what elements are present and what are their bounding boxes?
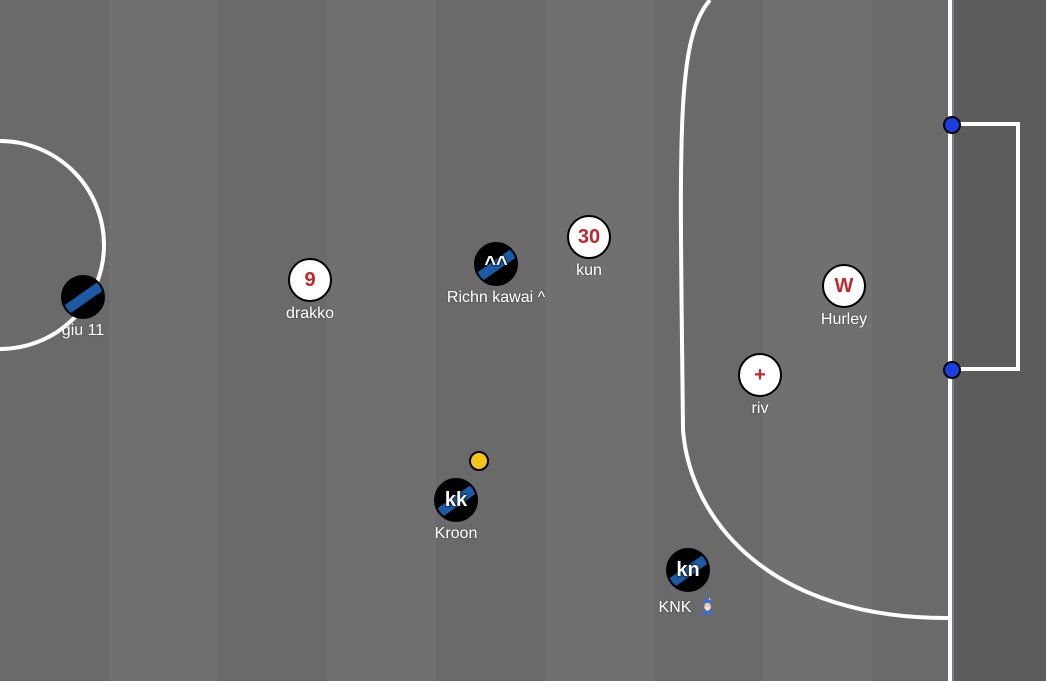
player-name: KNK (658, 599, 692, 616)
player-disc: ^^ (474, 242, 518, 286)
wizard-icon (697, 595, 717, 620)
player-kun: 30 kun (567, 215, 611, 279)
player-disc: + (738, 353, 782, 397)
player-giu: giu 11 (61, 275, 105, 339)
player-avatar: 30 (577, 226, 601, 248)
player-name: Richn kawai ^ (446, 289, 546, 306)
player-name: Hurley (820, 311, 868, 328)
player-riv: + riv (738, 353, 782, 417)
player-disc: W (822, 264, 866, 308)
field-stripe (436, 0, 545, 681)
kicking-indicator (469, 451, 489, 471)
field-stripe (327, 0, 436, 681)
center-circle (0, 139, 106, 351)
player-name: kun (576, 262, 602, 279)
player-name: riv (751, 400, 769, 417)
player-disc: kk (434, 478, 478, 522)
player-name: drakko (285, 305, 335, 322)
player-disc: 9 (288, 258, 332, 302)
player-kroon: kk Kroon (434, 451, 489, 542)
player-avatar: ^^ (484, 253, 508, 275)
field-stripe (545, 0, 654, 681)
field-stripe (109, 0, 218, 681)
player-avatar (63, 277, 103, 317)
player-avatar: kn (676, 559, 700, 581)
player-drakko: 9 drakko (286, 258, 334, 322)
goal-post-top (943, 116, 961, 134)
player-avatar: kk (444, 489, 468, 511)
player-hurley: W Hurley (821, 264, 867, 328)
goal-post-bottom (943, 361, 961, 379)
player-disc: 30 (567, 215, 611, 259)
player-avatar: + (754, 364, 766, 386)
player-avatar: W (834, 275, 854, 297)
out-of-bounds-area (952, 0, 1046, 681)
field-stripe (763, 0, 872, 681)
player-name-row: KNK (659, 595, 718, 620)
player-knk: kn KNK (659, 548, 715, 616)
player-name: Kroon (434, 525, 478, 542)
field-stripe (872, 0, 952, 681)
field-stripe (218, 0, 327, 681)
player-name: giu 11 (61, 322, 105, 339)
player-disc (61, 275, 105, 319)
player-disc: kn (666, 548, 710, 592)
player-richn: ^^ Richn kawai ^ (447, 242, 545, 306)
goal-net (952, 122, 1020, 371)
penalty-area-arc (678, 0, 953, 621)
field-stripe (0, 0, 109, 681)
player-avatar: 9 (304, 269, 316, 291)
